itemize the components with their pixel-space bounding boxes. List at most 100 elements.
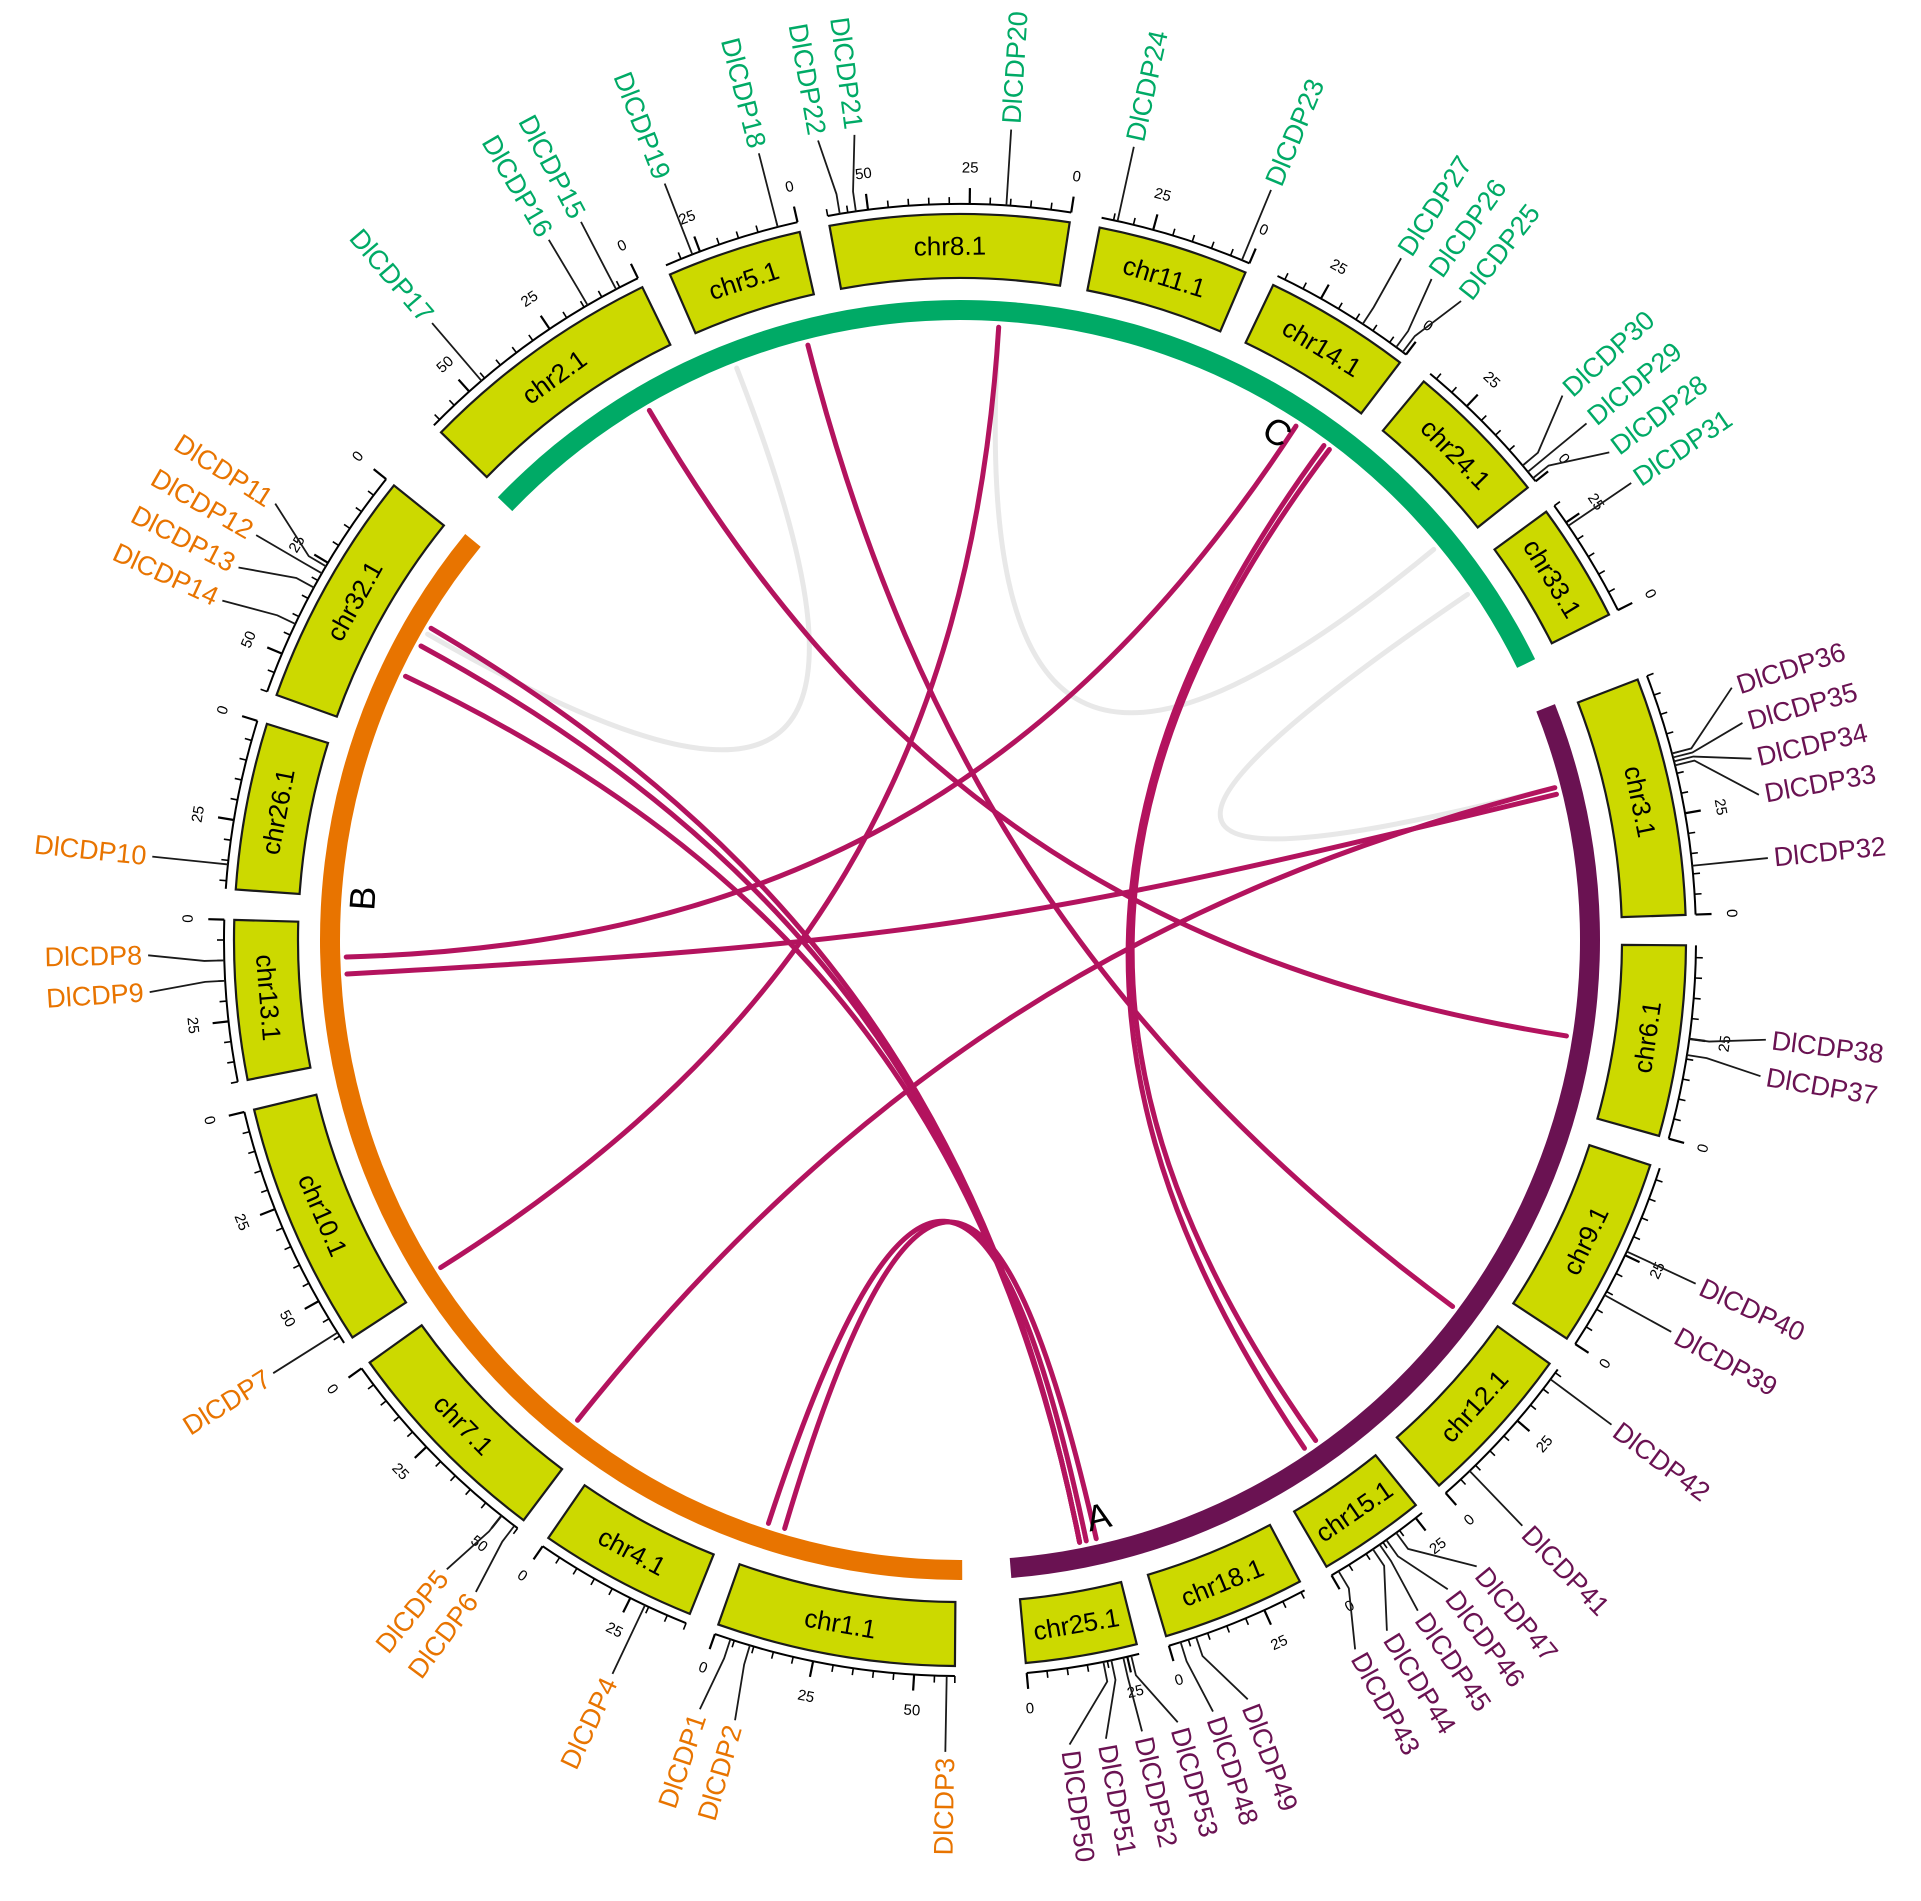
scale-tick-label-chr10-1: 25 xyxy=(230,1211,252,1233)
scale-tick-minor xyxy=(227,1060,235,1064)
chromosome-chr24-1 xyxy=(1381,379,1530,529)
scale-tick-label-chr13-1: 25 xyxy=(183,1016,202,1034)
scale-tick-minor xyxy=(1678,1098,1686,1102)
scale-tick-minor xyxy=(1633,1235,1641,1241)
scale-tick-major xyxy=(1025,1672,1030,1690)
scale-tick-minor xyxy=(579,300,585,308)
scale-tick-major xyxy=(259,1208,276,1216)
scale-tick-major xyxy=(1126,1656,1132,1673)
gene-leader-line xyxy=(152,855,228,866)
scale-axis-chr11-1 xyxy=(1101,216,1250,265)
gene-label-dlcdp39: DlCDP39 xyxy=(1669,1322,1782,1403)
scale-tick-label-chr1-1: 0 xyxy=(696,1659,710,1678)
chromosome-chr8-1 xyxy=(828,212,1071,291)
chromosome-layer: chr1.1chr4.1chr7.1chr10.1chr13.1chr26.1c… xyxy=(232,212,1688,1668)
scale-tick-minor xyxy=(1587,552,1595,558)
scale-tick-minor xyxy=(1615,1272,1623,1278)
scale-tick-label-chr2-1: 25 xyxy=(518,287,541,310)
scale-tick-label-chr1-1: 25 xyxy=(796,1686,816,1706)
scale-tick-minor xyxy=(1681,791,1689,794)
scale-tick-minor xyxy=(716,237,720,245)
chromosome-label-chr8-1: chr8.1 xyxy=(914,231,987,262)
scale-tick-label-chr12-1: 25 xyxy=(1533,1432,1557,1456)
scale-tick-minor xyxy=(393,1415,400,1422)
subgenome-band-b xyxy=(497,299,1536,668)
scale-tick-major xyxy=(693,236,701,252)
gene-label-dlcdp41: DlCDP41 xyxy=(1516,1520,1616,1622)
scale-tick-minor xyxy=(495,359,501,366)
scale-axis-chr6-1 xyxy=(1667,945,1697,1139)
scale-tick-minor xyxy=(1460,1478,1467,1486)
scale-tick-label-chr11-1: 25 xyxy=(1152,185,1173,206)
chromosome-chr4-1 xyxy=(546,1483,716,1616)
scale-tick-major xyxy=(457,378,471,393)
gene-label-dlcdp21: DlCDP21 xyxy=(824,15,868,130)
scale-tick-minor xyxy=(1653,691,1661,696)
gene-leader-line xyxy=(149,979,226,994)
faint-link-layer xyxy=(425,324,1558,842)
gene-leader-line xyxy=(1469,1470,1523,1527)
scale-tick-major xyxy=(792,206,799,223)
scale-axis-chr10-1 xyxy=(243,1111,345,1344)
scale-axis-chr24-1 xyxy=(1429,372,1537,482)
scale-tick-minor xyxy=(512,1527,519,1535)
gene-leader-line xyxy=(1068,1661,1109,1746)
scale-tick-minor xyxy=(1388,336,1395,343)
scale-tick-label-chr8-1: 25 xyxy=(962,159,979,176)
scale-tick-minor xyxy=(886,200,890,208)
gene-label-dlcdp17: DlCDP17 xyxy=(344,223,440,328)
scale-tick-label-chr24-1: 25 xyxy=(1480,368,1504,392)
scale-tick-minor xyxy=(219,1000,227,1003)
scale-tick-minor xyxy=(224,1040,232,1044)
gene-label-dlcdp23: DlCDP23 xyxy=(1259,75,1330,190)
scale-tick-minor xyxy=(562,311,568,319)
scale-tick-label-chr32-1: 50 xyxy=(238,629,260,651)
gene-leader-line xyxy=(580,221,617,290)
scale-tick-major xyxy=(539,315,551,330)
scale-tick-major xyxy=(1574,1343,1590,1354)
chromosome-chr33-1 xyxy=(1492,510,1611,645)
scale-tick-minor xyxy=(380,1400,387,1406)
scale-tick-minor xyxy=(1226,1625,1231,1633)
scale-tick-major xyxy=(1624,1254,1641,1264)
scale-tick-minor xyxy=(1529,1404,1537,1411)
scale-tick-minor xyxy=(1489,1450,1496,1457)
scale-tick-major xyxy=(1405,341,1417,356)
scale-tick-minor xyxy=(1542,1388,1550,1394)
chromosome-chr6-1 xyxy=(1596,943,1688,1138)
scale-tick-minor xyxy=(1693,997,1701,1000)
scale-tick-major xyxy=(912,1674,916,1691)
scale-tick-label-chr32-1: 25 xyxy=(286,533,309,556)
gene-leader-line xyxy=(757,153,779,228)
gene-leader-line xyxy=(1337,1570,1357,1650)
scale-tick-label-chr10-1: 0 xyxy=(200,1114,218,1126)
subgenome-label-b: B xyxy=(341,885,384,912)
chromosome-chr7-1 xyxy=(368,1323,564,1522)
scale-axis-chr26-1 xyxy=(224,720,259,889)
gene-leader-line xyxy=(1116,146,1135,222)
scale-tick-minor xyxy=(851,1668,855,1676)
collinearity-link-dlcdp18-dlcdp42 xyxy=(805,342,1456,1309)
subgenome-band-a xyxy=(320,534,963,1580)
gene-leader-line xyxy=(1130,1655,1179,1723)
scale-tick-major xyxy=(629,263,639,279)
gene-label-dlcdp22: DlCDP22 xyxy=(783,21,832,137)
chromosome-chr2-1 xyxy=(439,285,672,479)
scale-tick-minor xyxy=(284,1245,292,1251)
scale-tick-major xyxy=(304,1300,320,1310)
scale-tick-minor xyxy=(355,506,362,513)
scale-axis-chr32-1 xyxy=(266,478,387,692)
chromosome-chr5-1 xyxy=(668,230,816,335)
faint-link-dlcdp29-dlcdp20 xyxy=(992,324,1437,716)
scale-tick-major xyxy=(228,1110,245,1117)
scale-tick-major xyxy=(1617,601,1633,612)
scale-tick-minor xyxy=(267,669,275,674)
gene-label-dlcdp19: DlCDP19 xyxy=(608,68,677,184)
gene-leader-line xyxy=(1692,857,1768,867)
scale-tick-minor xyxy=(572,1567,578,1575)
scale-tick-minor xyxy=(871,1670,875,1678)
scale-tick-minor xyxy=(1398,1529,1405,1537)
gene-leader-line xyxy=(1179,1641,1214,1712)
scale-tick-label-chr2-1: 0 xyxy=(615,236,630,255)
